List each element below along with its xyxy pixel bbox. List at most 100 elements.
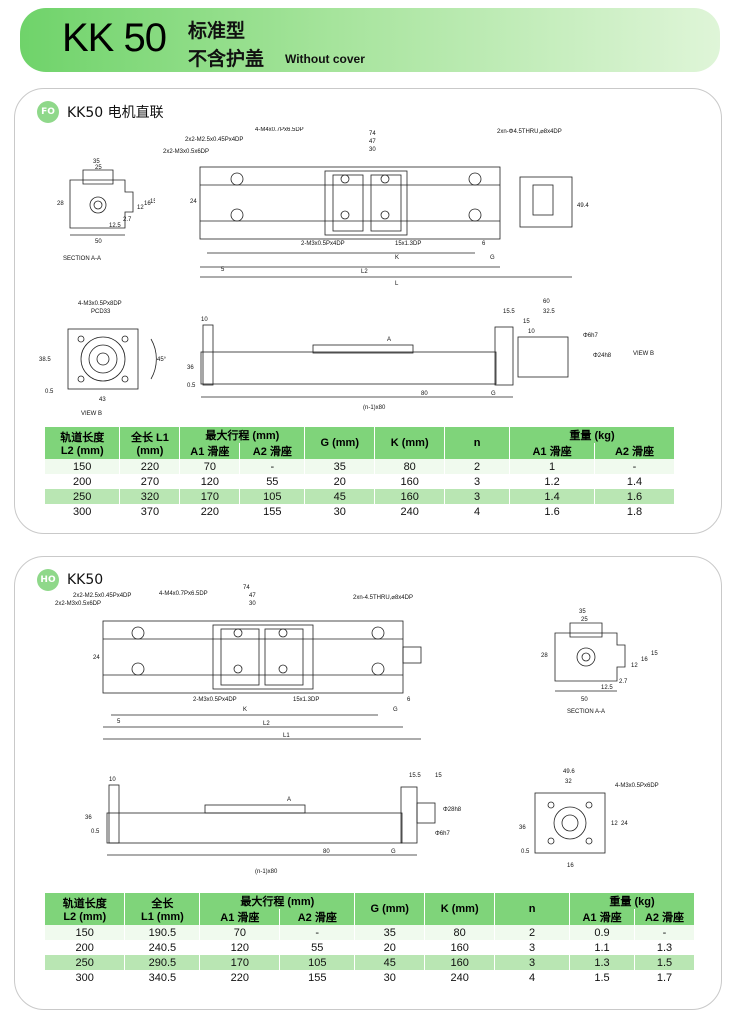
- table-cell: 240: [374, 504, 446, 519]
- panel-standard: HO KK50 74 47 30 4-M4x0.7Px6.5DP 2x2-M2.…: [14, 556, 722, 1010]
- table-cell: 35: [354, 925, 426, 940]
- th-rail-2: L2 (mm): [60, 445, 104, 457]
- panel-title-text: KK50: [67, 572, 104, 588]
- top-view-drawing-2: 74 47 30 4-M4x0.7Px6.5DP 2x2-M2.5x0.45Px…: [55, 585, 422, 740]
- view-b-drawing: 4-M3x0.5Px8DP PCD33 38.5 0.5 43 45° VIEW…: [39, 301, 167, 417]
- sec2-d50: 50: [581, 697, 588, 703]
- side2-phi28: Φ28h8: [443, 807, 462, 813]
- vb-label: VIEW B: [81, 411, 102, 417]
- model-title: KK 50: [62, 16, 167, 60]
- side-d155: 15.5: [503, 309, 515, 315]
- side-d10b: 10: [528, 329, 535, 335]
- side-d60: 60: [543, 299, 550, 305]
- table-cell: 105: [279, 955, 356, 970]
- top-g: G: [490, 255, 495, 261]
- table-cell: 4: [494, 970, 571, 985]
- fo-badge: FO: [37, 101, 59, 123]
- end-d05: 0.5: [521, 849, 530, 855]
- table-cell: 300: [45, 504, 121, 519]
- side-phi24: Φ24h8: [593, 353, 612, 359]
- ho-badge: HO: [37, 569, 59, 591]
- table-cell: 1.2: [509, 474, 595, 489]
- table-cell: 3: [494, 955, 571, 970]
- sec-d25: 25: [95, 165, 102, 171]
- side2-d05: 0.5: [91, 829, 100, 835]
- side-d36: 36: [187, 365, 194, 371]
- side-g: G: [491, 391, 496, 397]
- table-cell: 80: [374, 459, 446, 474]
- table-cell: 1.5: [569, 970, 635, 985]
- side-view-drawing-2: 10 36 0.5 A 15.5 15 Φ28h8 Φ6h7 80 G (n-1…: [85, 773, 462, 875]
- top-m25: 2x2-M2.5x0.45Px4DP: [185, 137, 243, 143]
- table-cell: 160: [374, 489, 446, 504]
- vb-d43: 43: [99, 397, 106, 403]
- section-aa-drawing-2: 35 25 28 12 16 15 2.7 12.5 50 SECTION A-…: [541, 609, 658, 715]
- side-d05: 0.5: [187, 383, 196, 389]
- th-weight: 重量 (kg): [509, 427, 675, 443]
- table-cell: 80: [424, 925, 496, 940]
- end-d496: 49.6: [563, 769, 575, 775]
- th2-n: n: [494, 893, 571, 925]
- table-cell: 1.6: [509, 504, 595, 519]
- th-stroke-a2: A2 滑座: [239, 443, 306, 459]
- th2-weight-a1: A1 滑座: [569, 909, 635, 925]
- top-d30: 30: [369, 147, 376, 153]
- top2-p15: 15x1.3DP: [293, 697, 319, 703]
- top-d5: 5: [221, 267, 225, 273]
- sec-d12: 12: [137, 205, 144, 211]
- table-cell: 250: [45, 955, 126, 970]
- table-cell: 370: [119, 504, 181, 519]
- top-k: K: [395, 255, 399, 261]
- table-cell: 200: [45, 940, 126, 955]
- th2-weight-a2: A2 滑座: [634, 909, 695, 925]
- table-cell: 55: [279, 940, 356, 955]
- table-cell: 1.3: [634, 940, 695, 955]
- end-m3: 4-M3x0.5Px6DP: [615, 783, 659, 789]
- th-weight-a1: A1 滑座: [509, 443, 595, 459]
- table-cell: 1.4: [594, 474, 675, 489]
- table-cell: 30: [354, 970, 426, 985]
- table-cell: 3: [494, 940, 571, 955]
- th-k: K (mm): [374, 427, 446, 459]
- table-cell: 190.5: [124, 925, 201, 940]
- table-cell: 70: [199, 925, 281, 940]
- table-cell: 220: [119, 459, 181, 474]
- table-cell: 1.7: [634, 970, 695, 985]
- table-cell: 160: [424, 955, 496, 970]
- sec-d28: 28: [57, 201, 64, 207]
- page-header: KK 50 标准型 不含护盖 Without cover: [20, 8, 720, 72]
- top2-m4: 4-M4x0.7Px6.5DP: [159, 591, 208, 597]
- th2-weight: 重量 (kg): [569, 893, 695, 909]
- table-cell: 300: [45, 970, 126, 985]
- side-d10: 10: [201, 317, 208, 323]
- th2-rail-1: 轨道长度: [62, 898, 107, 910]
- side-d325: 32.5: [543, 309, 555, 315]
- top2-d6: 6: [407, 697, 411, 703]
- top-d24: 24: [190, 199, 197, 205]
- table-cell: 220: [179, 504, 241, 519]
- side-d15: 15: [523, 319, 530, 325]
- side-d80: 80: [421, 391, 428, 397]
- table-cell: 160: [374, 474, 446, 489]
- top2-m3b: 2-M3x0.5Px4DP: [193, 697, 237, 703]
- top2-m25: 2x2-M2.5x0.45Px4DP: [73, 593, 131, 599]
- top2-d24: 24: [93, 655, 100, 661]
- top2-l1: L1: [283, 733, 290, 739]
- table-cell: 55: [239, 474, 306, 489]
- side2-phi6: Φ6h7: [435, 831, 450, 837]
- top-d47: 47: [369, 139, 376, 145]
- sec2-d12: 12: [631, 663, 638, 669]
- side2-n80: (n-1)x80: [255, 869, 278, 875]
- sec-d50: 50: [95, 239, 102, 245]
- top-p15: 15x1.3DP: [395, 241, 421, 247]
- sec2-d25: 25: [581, 617, 588, 623]
- end-d32: 32: [565, 779, 572, 785]
- table-cell: 250: [45, 489, 121, 504]
- top-m3: 2x2-M3x0.5x6DP: [163, 149, 209, 155]
